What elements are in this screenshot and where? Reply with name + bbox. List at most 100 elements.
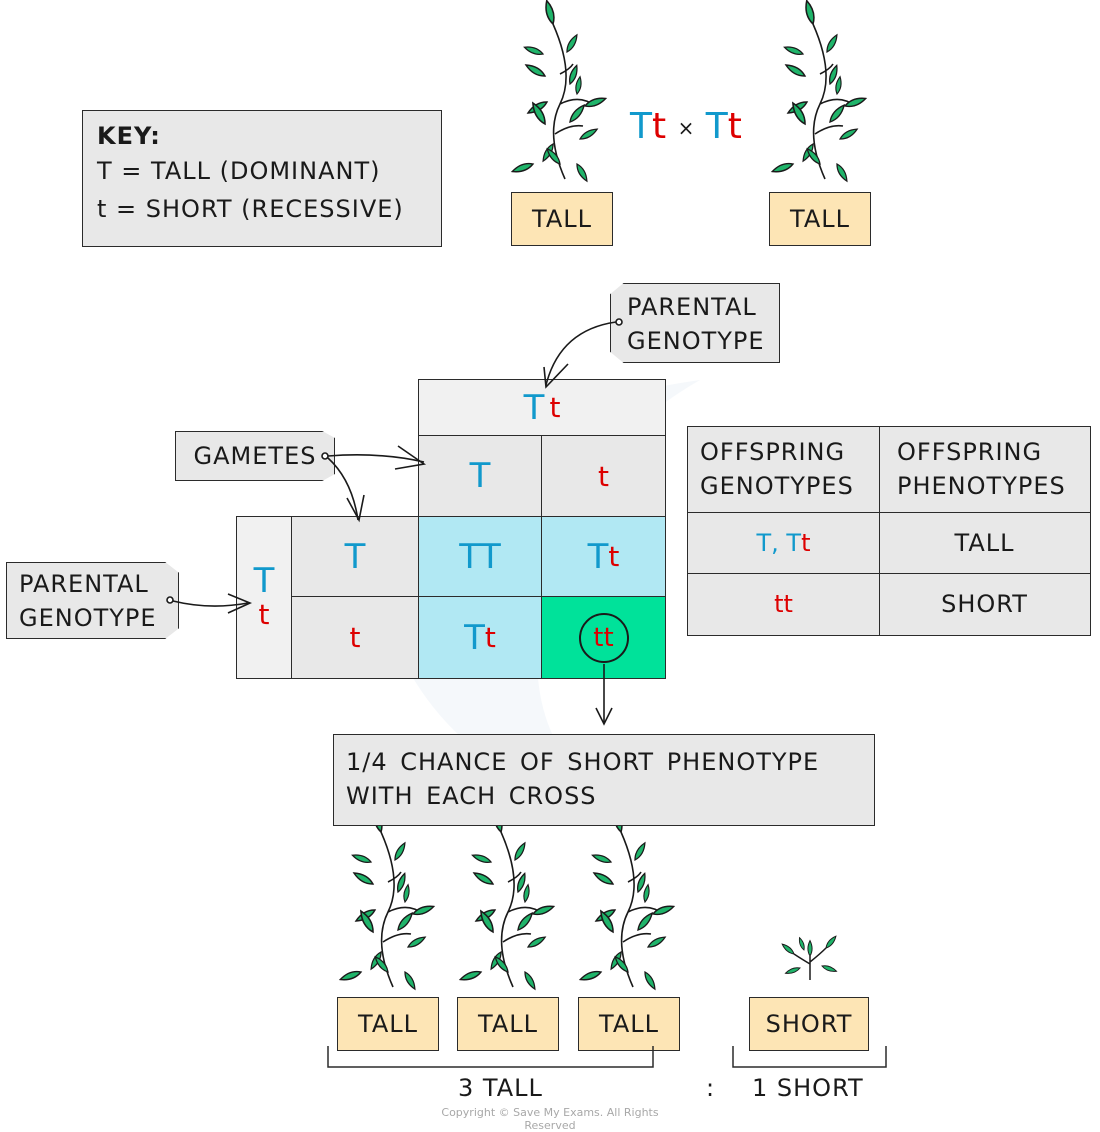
- leaf: [480, 909, 494, 934]
- parent-plant-left: [510, 0, 608, 183]
- leaf: [404, 970, 416, 991]
- plant-stem: [793, 947, 827, 980]
- cell-allele-1: t: [593, 622, 604, 653]
- leaf: [578, 128, 599, 140]
- results-table: OFFSPRING GENOTYPES OFFSPRING PHENOTYPES…: [687, 426, 1091, 636]
- offspring-plant-short: [781, 935, 838, 980]
- leaf: [829, 64, 838, 86]
- leaf: [406, 936, 427, 948]
- table-row-2-genotype: tt: [688, 573, 880, 635]
- parent2-dominant-allele: T: [705, 106, 728, 147]
- table-header-genotypes: OFFSPRING GENOTYPES: [688, 427, 880, 513]
- callout-text-line2: GENOTYPE: [627, 327, 765, 355]
- offspring-plant-3: [578, 806, 676, 991]
- leaf: [825, 935, 837, 949]
- leaf: [838, 128, 859, 140]
- leaf: [360, 909, 374, 934]
- plant-stem: [380, 831, 424, 988]
- leaf: [792, 101, 806, 126]
- leaf: [784, 64, 807, 77]
- genotype-dominant: T, T: [756, 528, 802, 557]
- leaf: [843, 97, 868, 108]
- leaf: [403, 883, 410, 904]
- leaf: [458, 970, 483, 981]
- leaf: [352, 872, 375, 885]
- callout-text-line1: PARENTAL: [627, 293, 757, 321]
- leaf: [806, 147, 821, 165]
- leaf: [523, 883, 530, 904]
- punnett-left-gamete-2: t: [291, 596, 419, 679]
- offspring-label-3: TALL: [578, 997, 680, 1051]
- key-line-recessive: t = SHORT (RECESSIVE): [97, 195, 404, 223]
- leaf: [546, 147, 561, 165]
- arrow-gametes-top: [327, 454, 425, 463]
- leaf: [781, 943, 795, 955]
- leaf: [472, 872, 495, 885]
- parent1-recessive-allele: t: [652, 106, 667, 147]
- callout-parental-genotype-left: PARENTAL GENOTYPE: [6, 562, 179, 639]
- leaf: [807, 939, 813, 957]
- leaf: [798, 936, 805, 951]
- leaf: [644, 970, 656, 991]
- arrow-parental-top: [545, 321, 617, 386]
- leaf: [517, 911, 534, 932]
- leaf: [524, 970, 536, 991]
- table-header-phenotypes: OFFSPRING PHENOTYPES: [879, 427, 1090, 513]
- leaf: [494, 955, 509, 973]
- chance-note-box: 1/4 CHANCE OF SHORT PHENOTYPE WITH EACH …: [333, 734, 875, 826]
- leaf: [575, 75, 582, 96]
- leaf: [545, 0, 555, 26]
- cell-allele-1: T: [587, 536, 609, 577]
- leaf: [510, 162, 535, 173]
- parent2-recessive-allele: t: [727, 106, 742, 147]
- parent-cross: Tt × Tt: [630, 106, 760, 156]
- ratio-short: 1 SHORT: [752, 1074, 864, 1102]
- leaf: [600, 909, 614, 934]
- chance-note-line1: 1/4 CHANCE OF SHORT PHENOTYPE: [346, 748, 820, 776]
- parent1-dominant-allele: T: [630, 106, 652, 147]
- allele-recessive: t: [549, 391, 561, 424]
- ratio-tall: 3 TALL: [458, 1074, 543, 1102]
- header-line2: GENOTYPES: [700, 472, 854, 500]
- chance-note-line2: WITH EACH CROSS: [346, 782, 597, 810]
- leaf: [569, 103, 586, 124]
- plant-stem: [620, 831, 664, 988]
- cell-allele-1: T: [459, 536, 480, 577]
- cross-symbol: ×: [677, 116, 695, 140]
- genotype-recessive: tt: [774, 590, 793, 618]
- leaf: [805, 0, 815, 26]
- cell-allele-2: t: [484, 621, 496, 654]
- callout-text-line2: GENOTYPE: [19, 604, 157, 632]
- offspring-plant-1: [338, 806, 436, 991]
- leaf: [411, 905, 436, 916]
- leaf: [592, 872, 615, 885]
- leaf: [591, 854, 613, 863]
- table-row-1-phenotype: TALL: [879, 512, 1090, 574]
- offspring-label-1: TALL: [337, 997, 439, 1051]
- leaf: [517, 872, 526, 894]
- ratio-separator: :: [706, 1074, 716, 1102]
- leaf: [397, 911, 414, 932]
- copyright: Copyright © Save My Exams. All Rights Re…: [441, 1106, 659, 1132]
- leaf: [835, 75, 842, 96]
- gamete-allele: t: [598, 459, 609, 493]
- parent-right-phenotype-label: TALL: [769, 192, 871, 246]
- leaf: [374, 955, 389, 973]
- callout-gametes: GAMETES: [175, 431, 335, 481]
- leaf: [826, 33, 838, 54]
- leaf: [784, 967, 801, 974]
- leaf: [646, 936, 667, 948]
- allele-dominant: T: [253, 560, 275, 601]
- callout-parental-genotype-top: PARENTAL GENOTYPE: [610, 283, 780, 363]
- allele-recessive: t: [258, 597, 270, 631]
- plant-stem: [500, 831, 544, 988]
- leaf: [531, 905, 556, 916]
- leaf: [532, 101, 546, 126]
- leaf: [821, 965, 838, 972]
- table-row-2-phenotype: SHORT: [941, 590, 1028, 618]
- cell-allele-2: t: [608, 540, 620, 573]
